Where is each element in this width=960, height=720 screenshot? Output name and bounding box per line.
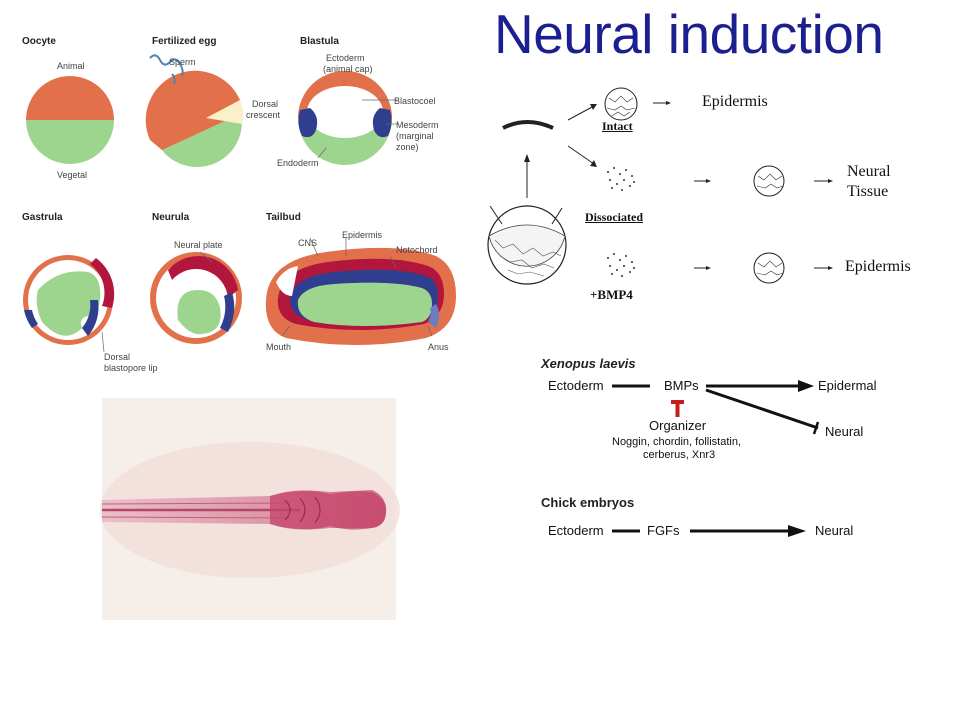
blastocoel-label: Blastocoel <box>394 96 436 106</box>
xenopus-bmps: BMPs <box>664 378 699 393</box>
mesoderm-label-1: Mesoderm <box>396 120 439 130</box>
intact-label: Intact <box>602 119 633 133</box>
epidermis-result-top: Epidermis <box>702 93 768 110</box>
chick-heading: Chick embryos <box>541 495 635 510</box>
cns-label: CNS <box>298 238 318 248</box>
dorsal-crescent-label-1: Dorsal <box>252 99 279 109</box>
animal-label: Animal <box>57 61 85 71</box>
blastula-sketch <box>487 205 567 285</box>
organizer-factors-2: cerberus, Xnr3 <box>643 449 716 461</box>
mesoderm-label-2: (marginal <box>396 131 434 141</box>
neural-tissue-result-2: Tissue <box>847 183 889 200</box>
chick-neural: Neural <box>815 523 854 538</box>
mesoderm-label-3: zone) <box>396 142 419 152</box>
dissociated-label: Dissociated <box>585 210 643 224</box>
oocyte-diagram <box>26 76 114 164</box>
bmp4-label: +BMP4 <box>590 287 633 302</box>
tailbud-diagram <box>265 237 456 345</box>
chick-ectoderm: Ectoderm <box>548 523 604 538</box>
sperm-label: Sperm <box>169 57 196 67</box>
ectoderm-label-1: Ectoderm <box>326 53 365 63</box>
anus-label: Anus <box>428 342 449 352</box>
endoderm-label: Endoderm <box>277 158 319 168</box>
blastopore-lip-label-2: blastopore lip <box>104 363 158 373</box>
dorsal-crescent-label-2: crescent <box>246 110 281 120</box>
blastula-diagram <box>298 71 398 165</box>
xenopus-neural: Neural <box>825 424 864 439</box>
xenopus-epidermal: Epidermal <box>818 378 877 393</box>
chick-fgfs: FGFs <box>647 523 680 538</box>
page-title: Neural induction <box>494 3 884 65</box>
gastrula-diagram <box>23 255 115 353</box>
neurula-diagram <box>150 251 242 344</box>
vegetal-label: Vegetal <box>57 170 88 180</box>
notochord-label: Notochord <box>396 245 438 255</box>
oocyte-title: Oocyte <box>22 36 56 47</box>
gastrula-title: Gastrula <box>22 212 63 223</box>
ectoderm-label-2: (animal cap) <box>323 64 373 74</box>
neural-tissue-result-1: Neural <box>847 163 891 180</box>
organizer-factors-1: Noggin, chordin, follistatin, <box>612 436 742 448</box>
neural-plate-label: Neural plate <box>174 240 223 250</box>
epidermis-result-bottom: Epidermis <box>845 258 911 275</box>
epidermis-label: Epidermis <box>342 230 383 240</box>
mouth-label: Mouth <box>266 342 292 352</box>
fertilized-egg-diagram <box>145 54 244 167</box>
xenopus-heading: Xenopus laevis <box>541 356 636 371</box>
blastopore-lip-label-1: Dorsal <box>104 352 131 362</box>
fertilized-egg-title: Fertilized egg <box>152 36 217 47</box>
xenopus-ectoderm: Ectoderm <box>548 378 604 393</box>
organizer-label: Organizer <box>649 418 707 433</box>
blastula-title: Blastula <box>300 36 339 47</box>
neurula-title: Neurula <box>152 212 190 223</box>
tailbud-title: Tailbud <box>266 212 301 223</box>
